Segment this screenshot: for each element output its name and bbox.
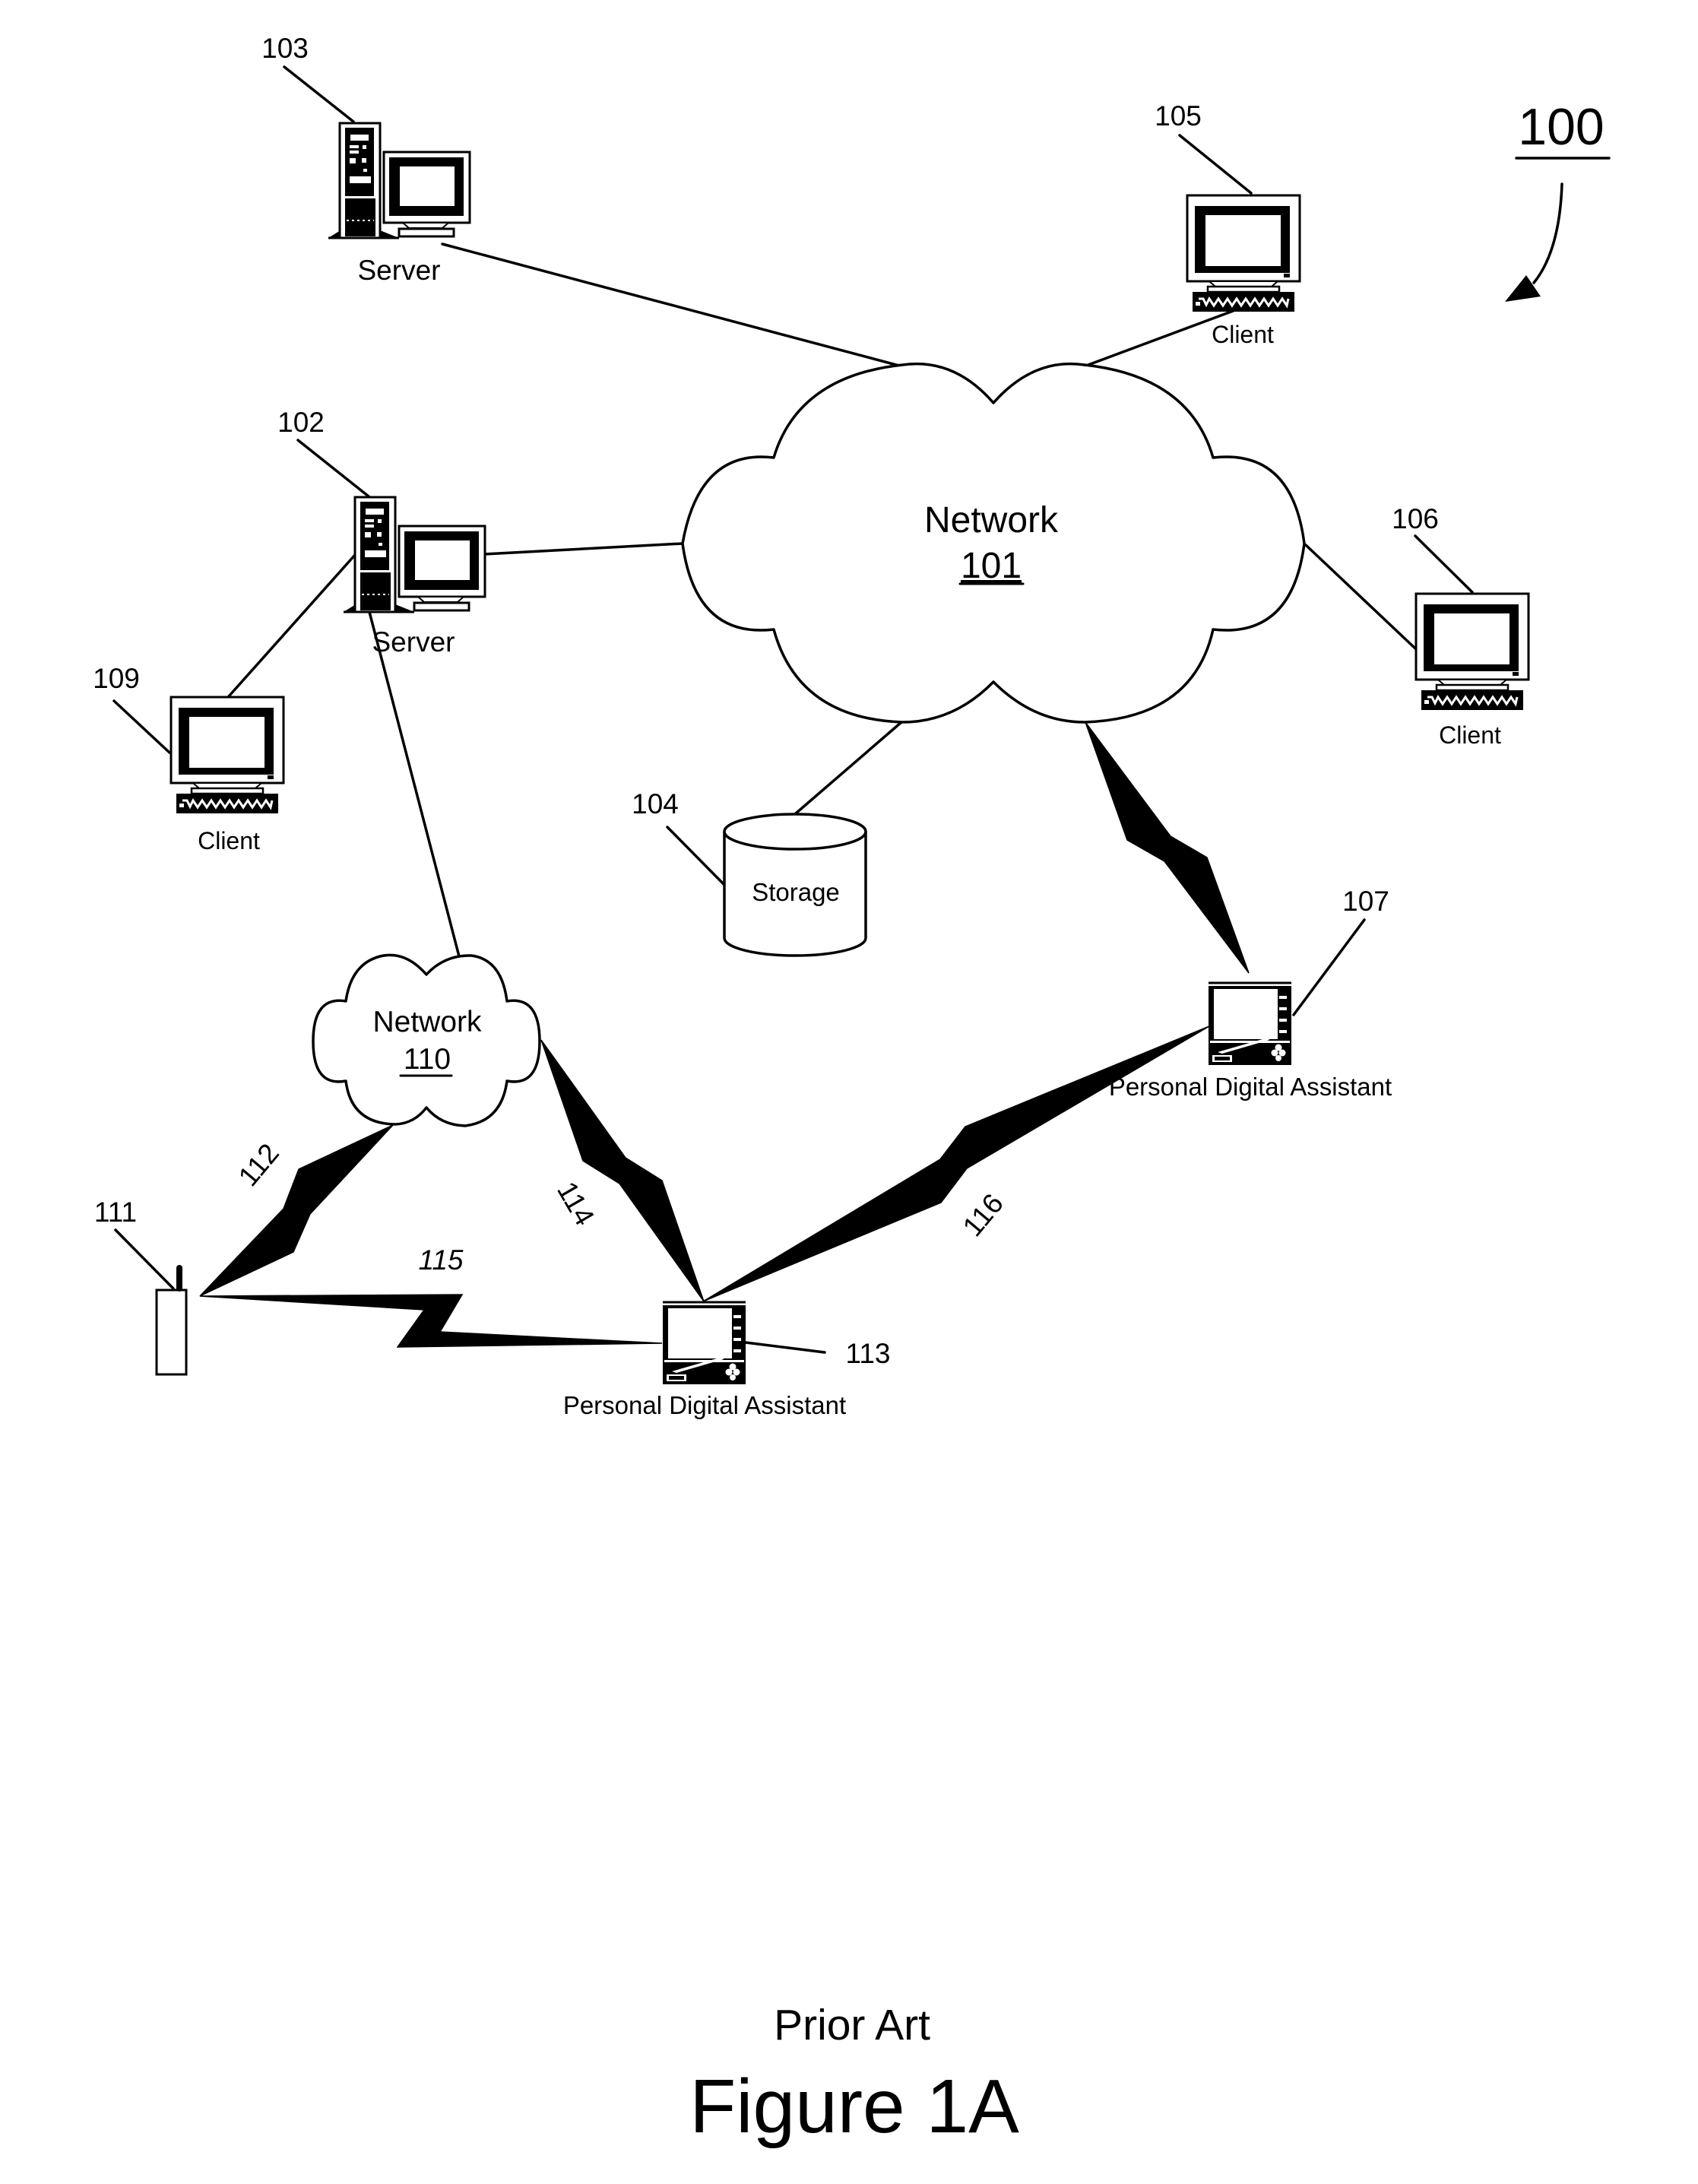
storage-104: Storage: [724, 814, 866, 956]
figure-ref-arrow: [1534, 184, 1562, 283]
wireless-link-116: [703, 1026, 1209, 1301]
caption-figure-title: Figure 1A: [689, 2064, 1019, 2149]
link-104-101: [796, 722, 901, 813]
leader-113: [746, 1342, 825, 1352]
ref-115: 115: [419, 1244, 464, 1276]
ref-107: 107: [1342, 886, 1389, 917]
ref-114: 114: [551, 1176, 600, 1231]
client-109-label: Client: [198, 827, 260, 854]
network-110-cloud: Network 110: [313, 955, 540, 1126]
network-101-ref: 101: [961, 546, 1022, 586]
network-101-label: Network: [924, 500, 1059, 540]
pda-icon: [663, 1302, 746, 1384]
server-103-label: Server: [358, 255, 441, 286]
desktop-monitor-icon: [1416, 594, 1529, 710]
leader-105: [1180, 135, 1251, 193]
network-110-label: Network: [372, 1006, 482, 1038]
link-106-101: [1306, 545, 1415, 648]
wireless-link-101-107: [1085, 722, 1249, 973]
client-105-label: Client: [1212, 321, 1274, 348]
server-103: Server: [328, 123, 470, 286]
wireless-link-114: [541, 1040, 704, 1301]
ref-102: 102: [277, 407, 325, 438]
link-103-101: [442, 244, 899, 366]
client-106: Client: [1416, 594, 1529, 749]
ref-112: 112: [233, 1138, 285, 1193]
ref-104: 104: [632, 788, 679, 819]
ref-109: 109: [93, 663, 140, 694]
link-102-110: [369, 612, 459, 956]
ref-106: 106: [1392, 503, 1439, 534]
pda-113: Personal Digital Assistant: [563, 1302, 846, 1419]
client-106-label: Client: [1439, 721, 1501, 749]
storage-104-label: Storage: [752, 878, 840, 906]
figure-reference-100: 100: [1505, 98, 1609, 302]
pda-107-label: Personal Digital Assistant: [1109, 1073, 1392, 1101]
client-105: Client: [1187, 195, 1300, 348]
link-102-101: [484, 544, 683, 554]
leader-104: [667, 827, 724, 884]
pda-107: Personal Digital Assistant: [1109, 983, 1392, 1101]
leader-107: [1294, 920, 1364, 1015]
server-102-label: Server: [372, 626, 455, 658]
wireless-link-112: [200, 1125, 393, 1296]
caption-prior-art: Prior Art: [774, 2001, 930, 2049]
leader-102: [298, 440, 369, 496]
wireless-link-115: [200, 1295, 662, 1347]
leader-109: [114, 701, 169, 753]
server-icon: [344, 497, 485, 612]
leader-111: [116, 1230, 173, 1289]
ref-116: 116: [957, 1188, 1009, 1243]
phone-111: [157, 1265, 186, 1374]
desktop-monitor-icon: [171, 697, 284, 813]
pda-icon: [1209, 983, 1291, 1065]
cell-phone-icon: [157, 1265, 186, 1374]
ref-111: 111: [94, 1197, 137, 1228]
ref-113: 113: [846, 1338, 891, 1369]
client-109: Client: [171, 697, 284, 854]
link-109-102: [229, 555, 355, 696]
network-110-ref: 110: [404, 1043, 451, 1076]
ref-105: 105: [1155, 100, 1202, 132]
server-icon: [328, 123, 470, 238]
ref-103: 103: [261, 33, 309, 64]
desktop-monitor-icon: [1187, 195, 1300, 312]
server-102: Server: [344, 497, 485, 658]
leader-106: [1415, 536, 1472, 592]
figure-ref-number: 100: [1518, 98, 1604, 156]
network-101-cloud: Network 101: [683, 364, 1304, 722]
leader-103: [284, 67, 353, 122]
pda-113-label: Personal Digital Assistant: [563, 1391, 846, 1419]
